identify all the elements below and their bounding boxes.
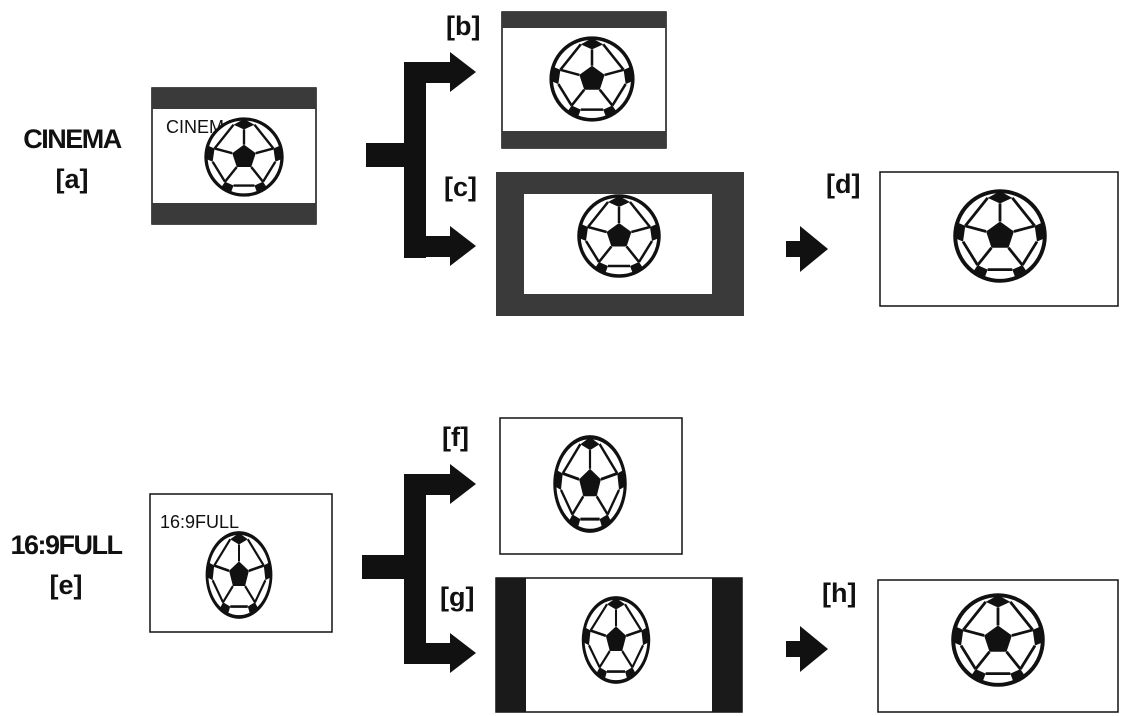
tag-f: [f] (442, 422, 469, 452)
cinema-mode-label: CINEMA (23, 124, 121, 154)
screen-a: CINEMA (151, 87, 317, 225)
soccer-ball-icon (953, 189, 1047, 283)
branch-arrow-cinema (366, 52, 476, 266)
screen-g (495, 577, 743, 713)
arrow-g-to-h (786, 626, 828, 672)
flow-arrow-icon (450, 226, 476, 266)
tag-b: [b] (446, 11, 480, 41)
soccer-ball-icon (549, 36, 635, 122)
screen-e-osd-text: 16:9FULL (160, 512, 239, 532)
full-mode-label: 16:9FULL (10, 530, 122, 560)
soccer-ball-icon (205, 531, 273, 619)
flow-arrow-icon (450, 52, 476, 92)
soccer-ball-icon (577, 194, 661, 278)
screen-c (496, 172, 744, 316)
soccer-ball-icon (555, 437, 625, 531)
screen-f (499, 417, 683, 555)
branch-arrow-full (362, 464, 476, 673)
soccer-ball-icon (581, 596, 651, 684)
soccer-ball-icon (204, 117, 284, 197)
flow-arrow-icon (800, 226, 828, 272)
tag-h: [h] (822, 578, 856, 608)
screen-b (501, 11, 667, 149)
tag-g: [g] (440, 582, 474, 612)
flow-arrow-icon (450, 633, 476, 673)
flow-arrow-icon (450, 464, 476, 504)
tag-e: [e] (50, 570, 83, 600)
arrow-c-to-d (786, 226, 828, 272)
tag-d: [d] (826, 169, 860, 199)
soccer-ball-icon (951, 593, 1045, 687)
tag-c: [c] (444, 172, 477, 202)
flow-arrow-icon (800, 626, 828, 672)
screen-h (877, 579, 1119, 713)
screen-d (879, 171, 1119, 307)
screen-e: 16:9FULL (149, 493, 333, 633)
tag-a: [a] (56, 164, 89, 194)
